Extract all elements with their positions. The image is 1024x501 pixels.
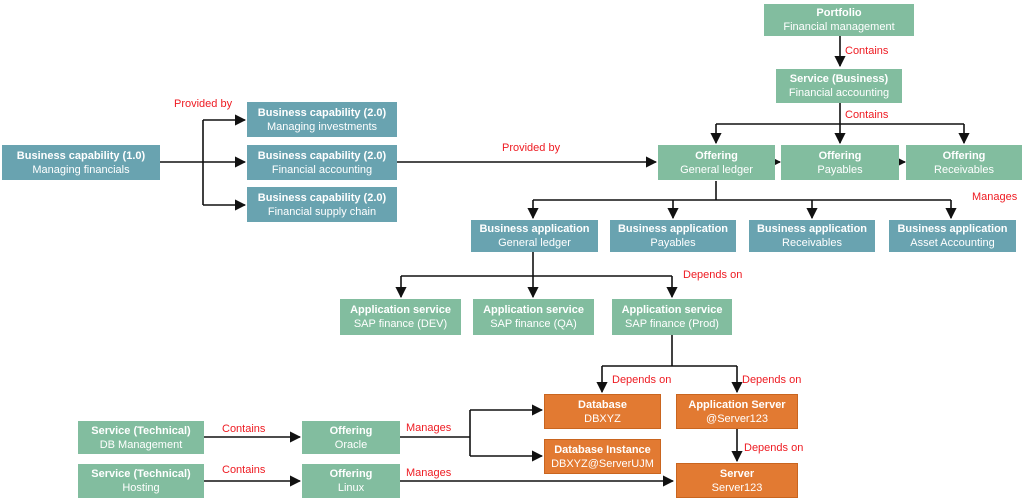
node-service-technical-hosting[interactable]: Service (Technical) Hosting xyxy=(78,464,204,498)
node-business-capability-accounting[interactable]: Business capability (2.0) Financial acco… xyxy=(247,145,397,180)
node-title: Database Instance xyxy=(554,443,651,456)
node-title: Service (Technical) xyxy=(91,468,191,480)
node-subtitle: Financial accounting xyxy=(788,87,890,99)
node-subtitle: Receivables xyxy=(782,237,842,249)
relation-label-manages: Manages xyxy=(972,191,1018,203)
node-subtitle: Financial management xyxy=(783,21,895,33)
node-subtitle: Financial accounting xyxy=(271,163,373,176)
node-database[interactable]: Database DBXYZ xyxy=(544,394,661,429)
relation-label-contains: Contains xyxy=(222,423,266,435)
node-title: Application service xyxy=(350,304,451,316)
node-subtitle: Hosting xyxy=(122,482,160,494)
node-offering-payables[interactable]: Offering Payables xyxy=(781,145,899,180)
node-title: Server xyxy=(719,467,755,480)
node-subtitle: Linux xyxy=(337,482,365,494)
relation-label-provided-by: Provided by xyxy=(174,98,233,110)
node-title: Offering xyxy=(818,149,862,162)
node-offering-oracle[interactable]: Offering Oracle xyxy=(302,421,400,454)
node-title: Application Server xyxy=(688,398,786,411)
node-title: Service (Business) xyxy=(789,73,889,85)
node-subtitle: Asset Accounting xyxy=(910,237,995,249)
node-business-capability-investments[interactable]: Business capability (2.0) Managing inves… xyxy=(247,102,397,137)
node-application-server[interactable]: Application Server @Server123 xyxy=(676,394,798,429)
node-title: Business capability (2.0) xyxy=(257,191,387,204)
relation-label-depends-on: Depends on xyxy=(683,269,743,281)
node-title: Offering xyxy=(942,149,986,162)
node-subtitle: SAP finance (QA) xyxy=(490,318,577,330)
node-business-capability-supply-chain[interactable]: Business capability (2.0) Financial supp… xyxy=(247,187,397,222)
node-business-application-receivables[interactable]: Business application Receivables xyxy=(749,220,875,252)
node-offering-linux[interactable]: Offering Linux xyxy=(302,464,400,498)
node-subtitle: DBXYZ@ServerUJM xyxy=(551,457,654,470)
node-title: Business application xyxy=(617,223,729,235)
node-subtitle: General ledger xyxy=(498,237,571,249)
node-application-service-prod[interactable]: Application service SAP finance (Prod) xyxy=(612,299,732,335)
node-database-instance[interactable]: Database Instance DBXYZ@ServerUJM xyxy=(544,439,661,474)
node-subtitle: Managing financials xyxy=(32,163,130,176)
node-title: Application service xyxy=(483,304,584,316)
relation-label-contains: Contains xyxy=(222,464,266,476)
relation-label-contains: Contains xyxy=(845,109,889,121)
relation-label-depends-on: Depends on xyxy=(742,374,802,386)
node-subtitle: Receivables xyxy=(934,163,994,176)
node-subtitle: General ledger xyxy=(680,163,753,176)
node-subtitle: Oracle xyxy=(334,438,368,451)
node-subtitle: DB Management xyxy=(99,438,183,451)
relation-label-depends-on: Depends on xyxy=(612,374,672,386)
node-subtitle: @Server123 xyxy=(706,412,768,425)
node-portfolio[interactable]: Portfolio Financial management xyxy=(764,4,914,36)
node-title: Offering xyxy=(695,149,738,162)
node-title: Offering xyxy=(329,424,373,437)
node-title: Database xyxy=(578,398,627,411)
node-service-technical-db-management[interactable]: Service (Technical) DB Management xyxy=(78,421,204,454)
node-title: Business application xyxy=(756,223,868,235)
node-business-capability-1[interactable]: Business capability (1.0) Managing finan… xyxy=(2,145,160,180)
relation-label-provided-by: Provided by xyxy=(502,142,561,154)
node-application-service-dev[interactable]: Application service SAP finance (DEV) xyxy=(340,299,461,335)
node-business-application-general-ledger[interactable]: Business application General ledger xyxy=(471,220,598,252)
node-subtitle: Managing investments xyxy=(266,120,378,133)
node-subtitle: Payables xyxy=(650,237,696,249)
node-business-application-asset-accounting[interactable]: Business application Asset Accounting xyxy=(889,220,1016,252)
node-offering-receivables[interactable]: Offering Receivables xyxy=(906,145,1022,180)
relation-label-depends-on: Depends on xyxy=(744,442,804,454)
node-application-service-qa[interactable]: Application service SAP finance (QA) xyxy=(473,299,594,335)
node-title: Portfolio xyxy=(816,7,862,19)
node-title: Service (Technical) xyxy=(91,424,191,437)
relation-label-contains: Contains xyxy=(845,45,889,57)
node-subtitle: SAP finance (DEV) xyxy=(353,318,448,330)
node-offering-general-ledger[interactable]: Offering General ledger xyxy=(658,145,775,180)
node-title: Business capability (2.0) xyxy=(257,149,387,162)
node-subtitle: Server123 xyxy=(711,481,763,494)
node-title: Business capability (2.0) xyxy=(257,106,387,119)
node-subtitle: Financial supply chain xyxy=(267,205,377,218)
relation-label-manages: Manages xyxy=(406,467,452,479)
node-subtitle: Payables xyxy=(817,163,863,176)
node-business-application-payables[interactable]: Business application Payables xyxy=(610,220,736,252)
node-server[interactable]: Server Server123 xyxy=(676,463,798,498)
node-title: Offering xyxy=(329,468,373,480)
node-title: Business capability (1.0) xyxy=(16,149,146,162)
node-title: Business application xyxy=(479,223,590,235)
node-subtitle: SAP finance (Prod) xyxy=(625,318,719,330)
node-title: Application service xyxy=(621,304,723,316)
node-service-business[interactable]: Service (Business) Financial accounting xyxy=(776,69,902,103)
relation-label-manages: Manages xyxy=(406,422,452,434)
node-subtitle: DBXYZ xyxy=(584,412,621,425)
node-title: Business application xyxy=(897,223,1008,235)
